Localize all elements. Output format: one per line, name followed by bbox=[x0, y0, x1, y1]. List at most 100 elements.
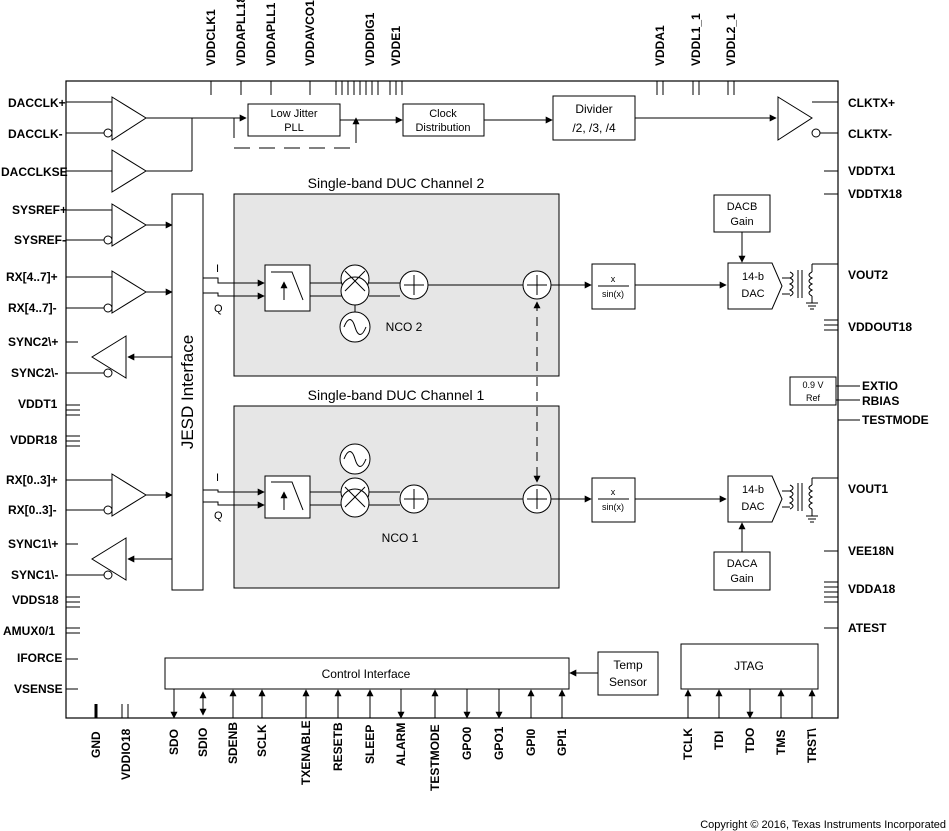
pin-testmode-b: TESTMODE bbox=[428, 724, 442, 791]
pin-sysref-p: SYSREF+ bbox=[12, 203, 67, 217]
pin-rx47-p: RX[4..7]+ bbox=[6, 270, 58, 284]
clock-distribution-block bbox=[402, 103, 485, 137]
temp-label-1: Temp bbox=[613, 658, 643, 672]
pin-alarm: ALARM bbox=[394, 723, 408, 766]
pin-vdda18: VDDA18 bbox=[848, 582, 896, 596]
ch2-sinc-num: x bbox=[611, 274, 616, 284]
pll-label-1: Low Jitter bbox=[270, 108, 317, 120]
pin-tclk: TCLK bbox=[681, 728, 695, 760]
pin-rx03-n: RX[0..3]- bbox=[8, 503, 57, 517]
pin-vddapll18: VDDAPLL18 bbox=[234, 0, 248, 66]
divider-block bbox=[552, 95, 636, 141]
top-pins: VDDCLK1 VDDAPLL18 VDDAPLL1 VDDAVCO18 VDD… bbox=[204, 0, 738, 66]
pin-vddtx1: VDDTX1 bbox=[848, 164, 896, 178]
pin-vddout18: VDDOUT18 bbox=[848, 320, 912, 334]
pin-vdds18: VDDS18 bbox=[12, 593, 59, 607]
pin-sleep: SLEEP bbox=[363, 725, 377, 764]
pin-vddavco18: VDDAVCO18 bbox=[303, 0, 317, 66]
temp-label-2: Sensor bbox=[609, 675, 647, 689]
right-pin-stubs bbox=[824, 170, 860, 629]
vout1-transformer bbox=[782, 477, 838, 523]
ref-label-2: Ref bbox=[806, 393, 821, 403]
jesd-interface-label: JESD Interface bbox=[178, 335, 197, 449]
clktx-buffer bbox=[777, 96, 813, 141]
pin-sync2-n: SYNC2\- bbox=[11, 366, 58, 380]
pin-txenable: TXENABLE bbox=[299, 720, 313, 785]
nco2-label: NCO 2 bbox=[386, 320, 423, 334]
dac2-label: DAC bbox=[741, 288, 764, 300]
pll-label-2: PLL bbox=[284, 122, 304, 134]
pin-amux: AMUX0/1 bbox=[3, 624, 55, 638]
control-pin-arrows bbox=[170, 689, 816, 719]
ch2-title: Single-band DUC Channel 2 bbox=[308, 175, 485, 191]
pin-dacclk-n: DACCLK- bbox=[8, 127, 63, 141]
pin-sysref-n: SYSREF- bbox=[14, 233, 66, 247]
pin-tms: TMS bbox=[774, 730, 788, 755]
clock-dist-label-1: Clock bbox=[429, 108, 457, 120]
pin-gnd: GND bbox=[89, 731, 103, 758]
ch1-sinc-block bbox=[591, 477, 636, 523]
pin-tdi: TDI bbox=[712, 731, 726, 750]
bottom-pins: GND VDDIO18 SDO SDIO SDENB SCLK TXENABLE… bbox=[89, 720, 819, 791]
pin-rx47-n: RX[4..7]- bbox=[8, 301, 57, 315]
right-pins: CLKTX+ CLKTX- VDDTX1 VDDTX18 VOUT2 VDDOU… bbox=[848, 96, 929, 635]
pin-vout1: VOUT1 bbox=[848, 482, 888, 496]
pll-block bbox=[247, 103, 341, 137]
dac1-label: DAC bbox=[741, 501, 764, 513]
pin-testmode-r: TESTMODE bbox=[862, 413, 929, 427]
nco1-label: NCO 1 bbox=[382, 531, 419, 545]
pin-vddtx18: VDDTX18 bbox=[848, 187, 902, 201]
pin-sdio: SDIO bbox=[196, 728, 210, 757]
pin-gpo1: GPO1 bbox=[492, 726, 506, 760]
ch1-sinc-num: x bbox=[611, 487, 616, 497]
pin-atest: ATEST bbox=[848, 621, 887, 635]
left-pins: DACCLK+ DACCLK- DACCLKSE SYSREF+ SYSREF-… bbox=[1, 96, 68, 696]
pin-vsense: VSENSE bbox=[14, 682, 63, 696]
top-pin-stubs bbox=[210, 81, 735, 95]
pin-vdddig1: VDDDIG1 bbox=[363, 12, 377, 66]
clock-dist-label-2: Distribution bbox=[415, 122, 470, 134]
pin-vddl1-1: VDDL1_1 bbox=[689, 13, 703, 66]
pin-vddt1: VDDT1 bbox=[18, 397, 58, 411]
ref-label-1: 0.9 V bbox=[802, 380, 823, 390]
pin-extio: EXTIO bbox=[862, 379, 898, 393]
ch1-filter-block bbox=[264, 475, 311, 519]
ch2-i-label: I bbox=[216, 263, 219, 275]
clock-input-buffers bbox=[91, 96, 147, 581]
pin-vdde1: VDDE1 bbox=[389, 26, 403, 66]
ch1-q-label: Q bbox=[214, 510, 223, 522]
ch2-q-label: Q bbox=[214, 303, 223, 315]
pin-clktx-n: CLKTX- bbox=[848, 127, 892, 141]
vout2-transformer bbox=[782, 263, 838, 310]
ch1-i-label: I bbox=[216, 472, 219, 484]
daca-gain-label-1: DACA bbox=[727, 558, 758, 570]
control-interface-block bbox=[164, 657, 570, 690]
dac2-bits: 14-b bbox=[742, 271, 764, 283]
jtag-block bbox=[680, 643, 819, 690]
divider-label-2: /2, /3, /4 bbox=[572, 121, 616, 135]
pin-vout2: VOUT2 bbox=[848, 268, 888, 282]
pin-gpo0: GPO0 bbox=[460, 726, 474, 760]
pin-dacclkse: DACCLKSE bbox=[1, 165, 68, 179]
pin-sdo: SDO bbox=[167, 729, 181, 755]
divider-label-1: Divider bbox=[575, 102, 612, 116]
pin-sync1-p: SYNC1\+ bbox=[8, 537, 58, 551]
copyright-notice: Copyright © 2016, Texas Instruments Inco… bbox=[700, 819, 946, 831]
ch1-mixer bbox=[340, 477, 370, 518]
pin-vddclk1: VDDCLK1 bbox=[204, 9, 218, 66]
ch2-filter-block bbox=[264, 264, 311, 312]
pin-clktx-p: CLKTX+ bbox=[848, 96, 895, 110]
pin-gpi1: GPI1 bbox=[555, 728, 569, 756]
pin-dacclk-p: DACCLK+ bbox=[8, 96, 66, 110]
pin-rx03-p: RX[0..3]+ bbox=[6, 473, 58, 487]
jesd-interface-block bbox=[171, 193, 204, 591]
pin-gpi0: GPI0 bbox=[524, 728, 538, 756]
control-interface-label: Control Interface bbox=[322, 667, 411, 681]
daca-gain-block bbox=[713, 551, 771, 591]
pin-vddl2-1: VDDL2_1 bbox=[724, 13, 738, 66]
pin-vdda1: VDDA1 bbox=[653, 25, 667, 66]
pin-rbias: RBIAS bbox=[862, 394, 899, 408]
temp-sensor-block bbox=[597, 651, 659, 696]
pin-sync2-p: SYNC2\+ bbox=[8, 335, 58, 349]
